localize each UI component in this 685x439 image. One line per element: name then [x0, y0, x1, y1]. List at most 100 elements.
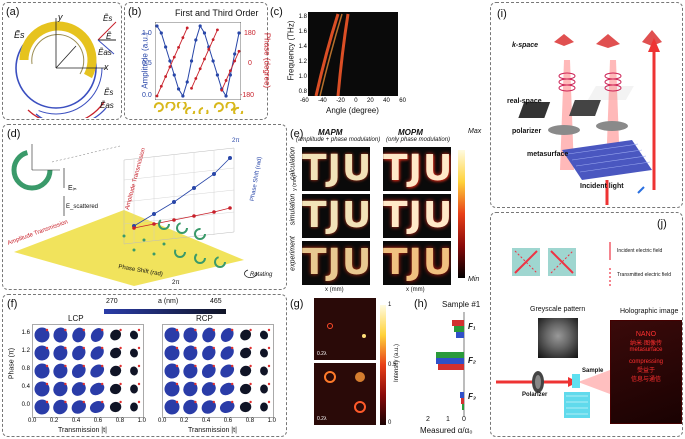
f-target-marker — [175, 346, 179, 350]
panel-e-label: (e) — [290, 128, 304, 140]
f-target-marker — [194, 400, 197, 404]
c-xtick-0: -60 — [300, 98, 309, 104]
e-img-e: TJU — [302, 241, 370, 285]
f-target-marker — [119, 364, 122, 368]
i-metasurface-label: metasurface — [527, 151, 569, 158]
e-glyph-a: TJU — [302, 148, 370, 189]
c-xtick-1: -40 — [318, 98, 327, 104]
panel-a — [2, 2, 122, 120]
g-cb-0: 0 — [388, 420, 392, 426]
a-symbol-ex: Ẽ — [106, 32, 112, 41]
f-meta-atom — [183, 399, 198, 415]
b-phase-segment — [178, 37, 184, 48]
b-amplitude-point — [172, 73, 176, 77]
b-phase-segment — [195, 68, 201, 79]
f-meta-atom — [220, 328, 234, 342]
panel-f — [2, 294, 287, 437]
f-target-marker — [45, 400, 49, 404]
panel-i-illustration — [518, 30, 662, 205]
e-glyph-f: TJU — [383, 242, 451, 283]
f-meta-atom — [53, 381, 68, 397]
j-holo-line-3: compressing — [628, 359, 663, 365]
f-meta-atom — [240, 329, 252, 341]
b-phase-point — [216, 28, 219, 32]
f-target-marker — [194, 364, 197, 368]
f-meta-atom — [183, 381, 198, 397]
f-xtick-rcp-4: 0.8 — [245, 418, 255, 424]
j-holographic-image: NANO 纳米·图像传 metasurface compressing 受益于 … — [610, 320, 682, 424]
h-row-f3: F₃ — [468, 392, 476, 401]
f-target-marker — [64, 346, 67, 350]
f-meta-atom — [72, 345, 86, 361]
b-amplitude-point — [164, 45, 168, 49]
j-transmitted-field: Transmitted electric field — [617, 272, 671, 278]
e-colorbar — [458, 150, 465, 278]
f-target-marker — [137, 328, 141, 332]
f-meta-atom — [72, 327, 86, 343]
panel-b-ylabel-right: Phase (degree) — [262, 32, 272, 89]
b-amplitude-point — [211, 59, 215, 63]
j-holo-line-2: metasurface — [629, 347, 663, 353]
f-target-marker — [101, 382, 104, 386]
b-phase-segment — [156, 86, 162, 97]
f-meta-atom — [240, 347, 252, 359]
b-phase-point — [198, 67, 202, 71]
c-xtick-5: 40 — [383, 98, 390, 104]
f-meta-atom — [183, 345, 198, 361]
f-target-marker — [175, 364, 179, 368]
f-target-marker — [45, 328, 49, 332]
f-target-marker — [194, 346, 197, 350]
f-lcp-title: LCP — [68, 314, 84, 323]
e-img-b: TJU — [383, 147, 451, 191]
f-meta-atom — [164, 399, 180, 415]
e-xlabel-1: x (mm) — [325, 287, 344, 293]
b-phase-segment — [229, 60, 236, 71]
f-xtick-rcp-5: 1.0 — [267, 418, 276, 424]
f-meta-atom — [164, 345, 180, 361]
f-meta-atom — [260, 348, 268, 358]
e-ylabel: y (mm) — [292, 175, 298, 191]
f-cb-min: 270 — [106, 298, 118, 305]
f-target-marker — [267, 328, 271, 332]
d-label-2pi-a: 2π — [232, 138, 240, 144]
e-img-f: TJU — [383, 241, 451, 285]
a-symbol-eas-bottom: Ẽas — [100, 101, 114, 110]
j-sample-label: Sample — [582, 368, 604, 374]
f-ytick-4: 0.0 — [21, 402, 30, 408]
f-meta-atom — [109, 383, 122, 395]
f-meta-atom — [34, 381, 50, 397]
f-target-marker — [231, 382, 234, 386]
f-meta-atom — [164, 327, 180, 343]
f-meta-atom — [90, 328, 104, 342]
c-xtick-4: 20 — [367, 98, 374, 104]
f-ytick-0: 1.6 — [21, 330, 30, 336]
f-meta-atom — [130, 348, 138, 358]
b-lt-2: 0.0 — [142, 92, 152, 99]
panel-b-label: (b) — [128, 6, 142, 18]
j-field-arrows — [609, 242, 611, 288]
e-glyph-e: TJU — [302, 242, 370, 283]
i-polarizer-label: polarizer — [512, 128, 542, 135]
f-meta-atom — [34, 399, 50, 415]
panel-h-label: (h) — [414, 298, 428, 310]
i-realspace-label: real-space — [507, 98, 542, 105]
e-colorbar-min: Min — [468, 276, 480, 283]
b-phase-segment — [221, 80, 227, 91]
f-meta-atom — [220, 364, 235, 378]
j-polarizer-label: Polarizer — [522, 392, 548, 398]
b-amplitude-point — [159, 31, 163, 35]
b-amplitude-point — [194, 38, 198, 42]
b-amplitude-point — [202, 31, 207, 35]
b-phase-point — [168, 65, 172, 69]
h-bar-chart — [436, 312, 465, 416]
f-target-marker — [267, 346, 271, 350]
j-holographic-label: Holographic image — [620, 308, 679, 315]
h-xtick-0: 0 — [462, 416, 466, 423]
f-xlabel-rcp: Transmission |t| — [188, 427, 237, 434]
c-xtick-3: 0 — [354, 98, 358, 104]
f-meta-atom — [129, 330, 139, 340]
panel-d-label: (d) — [7, 128, 21, 140]
